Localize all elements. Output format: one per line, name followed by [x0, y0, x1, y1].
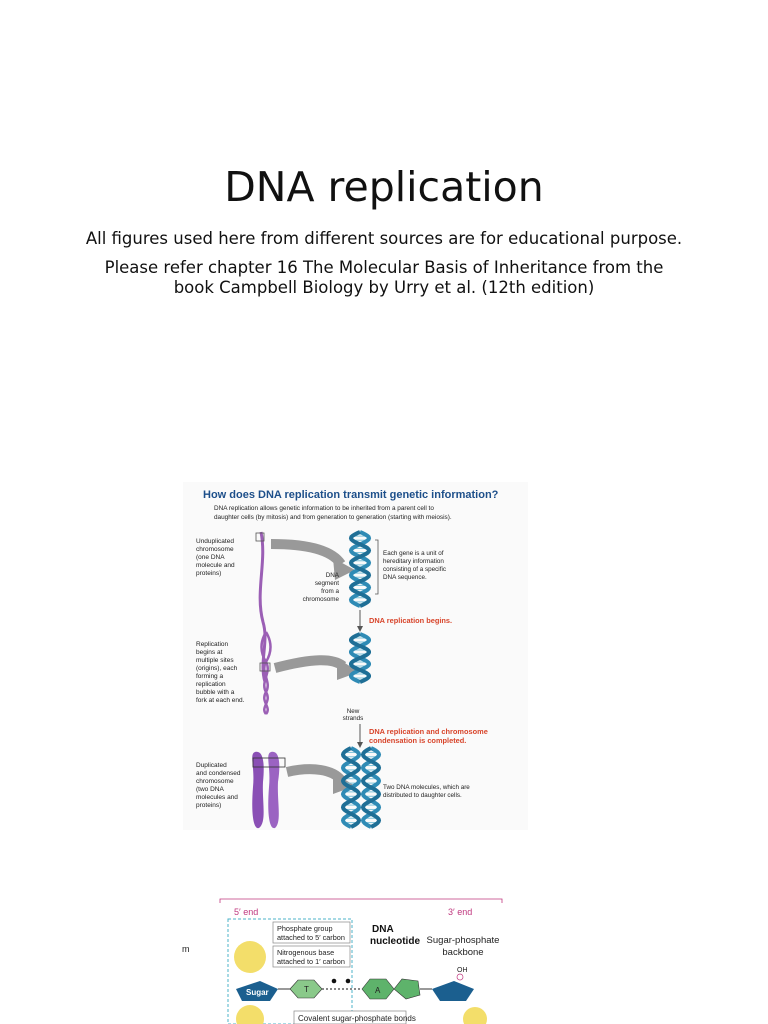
- svg-text:Duplicated: Duplicated: [196, 762, 227, 769]
- svg-text:forming a: forming a: [196, 673, 223, 680]
- new-strands-label: New strands: [343, 708, 364, 722]
- svg-text:chromosome: chromosome: [196, 778, 234, 785]
- sugar-label: Sugar: [246, 988, 269, 997]
- svg-text:(origins), each: (origins), each: [196, 665, 238, 672]
- carbon-marker: [456, 973, 464, 981]
- svg-text:(one DNA: (one DNA: [196, 554, 225, 561]
- zoom-arrow-1-head: [333, 558, 355, 580]
- svg-text:multiple sites: multiple sites: [196, 657, 234, 664]
- three-prime-end-label: 3′ end: [448, 907, 472, 917]
- slide-title: DNA replication: [224, 163, 544, 211]
- zoom-box-2: [259, 662, 271, 672]
- sugar-pentagon: [236, 981, 278, 1001]
- svg-text:proteins): proteins): [196, 802, 221, 809]
- phosphate-group-1: [234, 941, 266, 973]
- backbone-label-2: backbone: [442, 947, 483, 958]
- stage2-label: Replication begins at multiple sites (or…: [196, 641, 245, 704]
- backbone-label-1: Sugar-phosphate: [427, 935, 500, 946]
- step2-text-2: condensation is completed.: [369, 736, 466, 745]
- h-bond-dot-1: [331, 978, 337, 984]
- figure-intro-2: daughter cells (by mitosis) and from gen…: [214, 514, 452, 521]
- five-prime-end-label: 5′ end: [234, 907, 258, 917]
- dna-helix-3a: [340, 746, 362, 829]
- adenine-label: A: [375, 986, 381, 995]
- h-bond-dot-2: [345, 978, 351, 984]
- adenine-ring-2: [393, 978, 421, 1000]
- svg-text:strands: strands: [343, 715, 364, 722]
- strand-bracket: [219, 898, 503, 903]
- helix-strand: [340, 746, 362, 829]
- zoom-arrow-2-head: [337, 658, 359, 680]
- phosphate-group-3: [463, 1007, 487, 1024]
- base-label-1: Nitrogenous base: [277, 948, 334, 957]
- zoom-arrow-1: [270, 539, 346, 568]
- phosphate-group-2: [236, 1005, 264, 1024]
- reference-line-2: book Campbell Biology by Urry et al. (12…: [173, 278, 595, 297]
- stage1-label: Unduplicated chromosome (one DNA molecul…: [196, 538, 235, 577]
- dna-helix-2: [349, 632, 371, 684]
- base-callout: [272, 945, 351, 968]
- covalent-bond-callout: [293, 1010, 407, 1024]
- phosphate-label-1: Phosphate group: [277, 924, 333, 933]
- helix-strand: [360, 746, 382, 829]
- helix-strand: [349, 632, 371, 684]
- nucleotide-dashed-box: [227, 918, 353, 1024]
- figure-intro-1: DNA replication allows genetic informati…: [214, 505, 434, 512]
- two-dna-note: Two DNA molecules, which are distributed…: [383, 784, 470, 799]
- svg-text:Replication: Replication: [196, 641, 229, 648]
- gene-bracket: [375, 539, 379, 595]
- stage3-label: Duplicated and condensed chromosome (two…: [196, 762, 241, 809]
- phosphate-callout: [272, 921, 351, 944]
- svg-text:DNA sequence.: DNA sequence.: [383, 574, 427, 581]
- svg-text:fork at each end.: fork at each end.: [196, 697, 245, 704]
- cropped-margin-text: m: [182, 944, 190, 954]
- svg-text:and condensed: and condensed: [196, 770, 241, 777]
- svg-text:consisting of a specific: consisting of a specific: [383, 566, 446, 573]
- base-label-2: attached to 1′ carbon: [277, 957, 345, 966]
- svg-text:DNA: DNA: [326, 572, 340, 579]
- disclaimer-text: All figures used here from different sou…: [85, 229, 683, 248]
- step1-text: DNA replication begins.: [369, 616, 452, 625]
- duplicated-chromosome: [252, 751, 280, 829]
- gene-note: Each gene is a unit of hereditary inform…: [383, 550, 446, 581]
- svg-text:Two DNA molecules, which are: Two DNA molecules, which are: [383, 784, 470, 791]
- phosphate-label-2: attached to 5′ carbon: [277, 933, 345, 942]
- dna-structure-figure: 5′ end 3′ end m Phosphate group attached…: [182, 898, 503, 1024]
- sugar-pentagon-2: [432, 981, 474, 1001]
- zoom-box-3: [252, 757, 286, 768]
- svg-text:distributed to daughter cells.: distributed to daughter cells.: [383, 792, 462, 799]
- svg-text:hereditary information: hereditary information: [383, 558, 444, 565]
- nucleotide-label-1: DNA: [372, 924, 394, 935]
- step2-text-1: DNA replication and chromosome: [369, 727, 488, 736]
- replication-overview-figure: How does DNA replication transmit geneti…: [183, 482, 528, 830]
- svg-text:(two DNA: (two DNA: [196, 786, 224, 793]
- svg-text:Each gene is a unit of: Each gene is a unit of: [383, 550, 444, 557]
- svg-text:replication: replication: [196, 681, 226, 688]
- oh-label: OH: [457, 967, 468, 974]
- covalent-label: Covalent sugar-phosphate bonds: [298, 1014, 416, 1023]
- thymine-label: T: [304, 985, 309, 994]
- dna-helix-1: [348, 530, 372, 608]
- figure-heading: How does DNA replication transmit geneti…: [203, 489, 499, 501]
- svg-text:begins at: begins at: [196, 649, 223, 656]
- svg-text:Unduplicated: Unduplicated: [196, 538, 234, 545]
- step-arrow-1-head: [357, 626, 363, 632]
- svg-text:bubble with a: bubble with a: [196, 689, 235, 696]
- svg-text:chromosome: chromosome: [303, 596, 340, 603]
- reference-line-1: Please refer chapter 16 The Molecular Ba…: [104, 258, 664, 277]
- svg-text:chromosome: chromosome: [196, 546, 234, 553]
- dna-helix-3b: [360, 746, 382, 829]
- svg-text:New: New: [347, 708, 360, 715]
- svg-text:segment: segment: [315, 580, 339, 587]
- svg-text:molecule and: molecule and: [196, 562, 235, 569]
- svg-text:molecules and: molecules and: [196, 794, 238, 801]
- replication-bubbles: [260, 631, 272, 715]
- zoom-box-1: [255, 532, 265, 542]
- segment-label: DNA segment from a chromosome: [303, 572, 340, 603]
- helix-strand: [348, 530, 372, 608]
- svg-text:proteins): proteins): [196, 570, 221, 577]
- nucleotide-label-2: nucleotide: [370, 936, 420, 947]
- svg-text:from a: from a: [321, 588, 339, 595]
- step-arrow-2-head: [357, 742, 363, 748]
